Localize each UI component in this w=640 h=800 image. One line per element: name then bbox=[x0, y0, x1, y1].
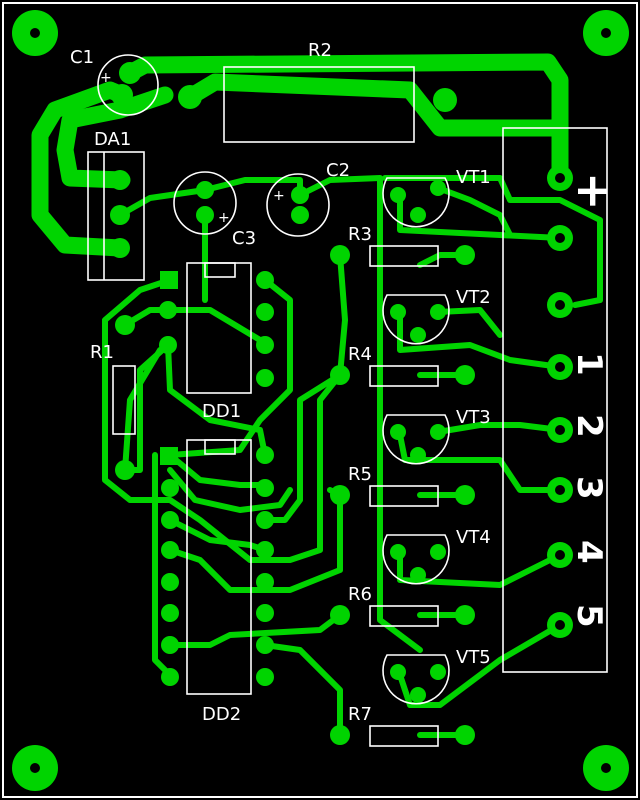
label-vt5: VT5 bbox=[456, 647, 491, 668]
da1-outline bbox=[87, 151, 145, 281]
silkscreen bbox=[87, 54, 608, 747]
vt1-outline bbox=[382, 177, 450, 228]
r5-outline bbox=[369, 485, 439, 507]
label-c3: C3 bbox=[232, 228, 256, 249]
c3-outline bbox=[173, 171, 237, 235]
r1-outline bbox=[112, 365, 136, 435]
mounting-holes bbox=[12, 10, 629, 791]
pads bbox=[110, 62, 573, 745]
polarity-c2: + bbox=[273, 188, 285, 204]
polarity-c1: + bbox=[100, 70, 112, 86]
connector-pin-1: 1 bbox=[569, 352, 609, 376]
vt2-outline bbox=[382, 294, 450, 345]
r4-outline bbox=[369, 365, 439, 387]
label-vt2: VT2 bbox=[456, 287, 491, 308]
label-r4: R4 bbox=[348, 344, 372, 365]
label-vt4: VT4 bbox=[456, 527, 491, 548]
vt4-outline bbox=[382, 534, 450, 585]
connector-plus: + bbox=[567, 172, 621, 211]
label-c2: C2 bbox=[326, 160, 350, 181]
connector-pin-4: 4 bbox=[569, 540, 609, 564]
connector-pin-2: 2 bbox=[569, 414, 609, 438]
polarity-c3: + bbox=[218, 210, 230, 226]
label-r5: R5 bbox=[348, 464, 372, 485]
label-r3: R3 bbox=[348, 224, 372, 245]
label-vt3: VT3 bbox=[456, 407, 491, 428]
label-r7: R7 bbox=[348, 704, 372, 725]
label-dd1: DD1 bbox=[202, 401, 241, 422]
label-r6: R6 bbox=[348, 584, 372, 605]
r6-outline bbox=[369, 605, 439, 627]
power-traces bbox=[31, 53, 569, 257]
r7-outline bbox=[369, 725, 439, 747]
r3-outline bbox=[369, 245, 439, 267]
vt5-outline bbox=[382, 654, 450, 705]
r2-outline bbox=[223, 66, 415, 143]
connector-pin-5: 5 bbox=[569, 604, 609, 628]
connector-pin-3: 3 bbox=[569, 476, 609, 500]
label-r2: R2 bbox=[308, 40, 332, 61]
signal-traces bbox=[102, 175, 603, 738]
label-dd2: DD2 bbox=[202, 704, 241, 725]
connector-outline bbox=[502, 127, 608, 673]
c2-outline bbox=[266, 173, 330, 237]
label-c1: C1 bbox=[70, 47, 94, 68]
label-r1: R1 bbox=[90, 342, 114, 363]
c1-outline bbox=[97, 54, 159, 116]
label-vt1: VT1 bbox=[456, 167, 491, 188]
label-da1: DA1 bbox=[94, 129, 131, 150]
vt3-outline bbox=[382, 414, 450, 465]
